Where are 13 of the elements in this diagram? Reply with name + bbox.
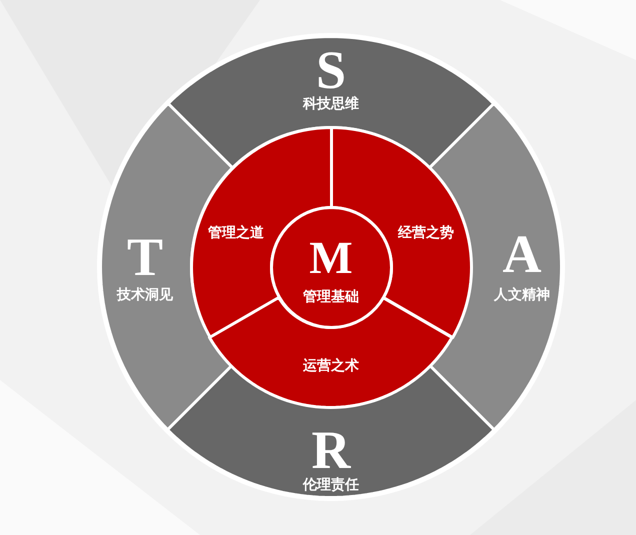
letter-heading: T xyxy=(126,230,164,284)
segment-label: 运营之术 xyxy=(302,359,359,373)
segment-label: 技术洞见 xyxy=(117,288,173,302)
segment-label: 科技思维 xyxy=(302,97,359,111)
segment-label: 管理基础 xyxy=(303,290,359,304)
segment-label: 伦理责任 xyxy=(302,478,359,492)
letter-heading: S xyxy=(316,43,346,97)
segment-label: 经营之势 xyxy=(398,226,454,240)
segment-label: 管理之道 xyxy=(208,226,264,240)
letter-heading: R xyxy=(311,422,350,477)
segment-label: 人文精神 xyxy=(494,288,550,302)
letter-heading: M xyxy=(309,235,353,281)
letter-heading: A xyxy=(502,226,542,281)
